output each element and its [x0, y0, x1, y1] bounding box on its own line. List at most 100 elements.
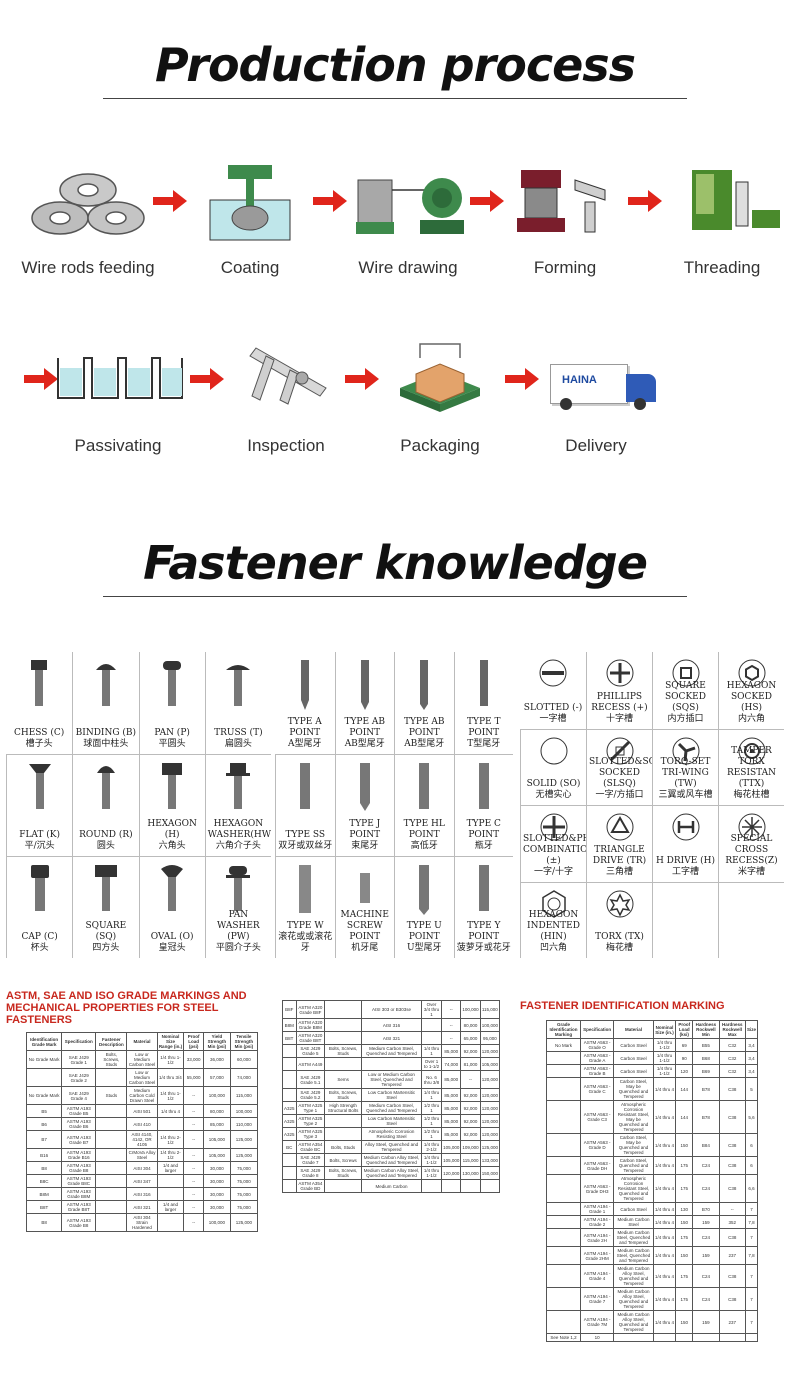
- drive-item: SLOTTED&SQUARE SOCKED (SLSQ)一字/方插口: [586, 728, 652, 805]
- table-cell: 69: [675, 1038, 694, 1052]
- table-cell: Bolts, Screws, Studs: [324, 1088, 363, 1102]
- step-packaging: Packaging: [360, 338, 520, 456]
- table-cell: B68: [692, 1051, 720, 1065]
- table-cell: ASTM A563 - Grade DH3: [580, 1174, 615, 1203]
- step-label: Wire drawing: [358, 258, 458, 277]
- table-cell: 120,000: [479, 1101, 501, 1115]
- table-cell: 100,000: [203, 1213, 231, 1232]
- table-cell: [95, 1104, 128, 1118]
- table-cell: 150: [675, 1310, 694, 1334]
- special-cross-icon: [738, 813, 765, 841]
- head-item: CHESS (C)槽子头: [6, 652, 72, 754]
- table-header-cell: Yield Strength Min (psi): [203, 1032, 231, 1051]
- table-cell: [545, 1215, 582, 1229]
- drive-item: TRIANGLE DRIVE (TR)三角槽: [586, 805, 652, 882]
- table-cell: ASTM A194 - Grade 4: [580, 1264, 615, 1288]
- head-types-panel: CHESS (C)槽子头 BINDING (B)球面中柱头 PAN (P)平圆头…: [6, 652, 271, 958]
- table-cell: --: [460, 1070, 481, 1089]
- table-cell: 7: [744, 1310, 759, 1334]
- table-cell: 1/2 thru 1: [420, 1127, 443, 1141]
- table-cell: 85,000: [441, 1070, 462, 1089]
- table-cell: Sems: [324, 1070, 363, 1089]
- table-cell: 1/4 thru 1-1/2: [652, 1038, 677, 1052]
- table-cell: ASTM A193 Grade B8T: [61, 1200, 97, 1214]
- step-delivery: HAINA Delivery: [516, 338, 676, 456]
- table-cell: 7,8: [744, 1215, 759, 1229]
- table-cell: ASTM A563 - Grade A: [580, 1051, 615, 1065]
- table-cell: B8: [25, 1161, 63, 1175]
- table-cell: [652, 1333, 677, 1342]
- table-cell: ASTM A325 Type 1: [295, 1101, 326, 1115]
- table-cell: [420, 1018, 443, 1032]
- head-item: PAN WASHER (PW)平圆介子头: [204, 856, 271, 958]
- table-header-cell: Grade Identification Marking: [545, 1020, 582, 1039]
- wire-coil-icon: [8, 160, 168, 250]
- table-cell: --: [183, 1104, 205, 1118]
- table-cell: C24: [692, 1264, 720, 1288]
- table-cell: 30,000: [203, 1200, 231, 1214]
- table-cell: Medium Carbon Steel: [613, 1215, 654, 1229]
- table-cell: 1/4 thru 1-1/2: [420, 1166, 443, 1180]
- table-cell: [545, 1077, 582, 1101]
- knurled-pin-icon: [299, 865, 312, 913]
- table-cell: 1/4 thru 4: [652, 1215, 677, 1229]
- drive-item-empty: [718, 881, 784, 958]
- table-cell: [545, 1264, 582, 1288]
- table-cell: 100,000: [229, 1104, 259, 1118]
- step-inspection: Inspection: [206, 338, 366, 456]
- table-cell: C38: [718, 1287, 746, 1311]
- table-cell: 159: [692, 1310, 720, 1334]
- step-label: Packaging: [400, 436, 480, 455]
- table-cell: 150: [675, 1133, 694, 1157]
- table-cell: 3,4: [744, 1038, 759, 1052]
- table-cell: ASTM A563 - Grade C: [580, 1077, 615, 1101]
- table-cell: C38: [718, 1100, 746, 1134]
- table-cell: 1/4 thru 4: [652, 1228, 677, 1247]
- table-cell: ASTM A193 Grade B8M: [61, 1187, 97, 1201]
- step-passivating: Passivating: [38, 338, 198, 456]
- table-cell: C24: [692, 1228, 720, 1247]
- table-cell: SAE J429 Grade 2: [61, 1068, 97, 1087]
- table-cell: 80,000: [460, 1018, 481, 1032]
- table-cell: 120,000: [479, 1114, 501, 1128]
- table-cell: [324, 1179, 363, 1193]
- table-cell: ASTM A320 Grade B8F: [295, 1000, 326, 1019]
- head-item: HEXAGON (H)六角头: [138, 754, 205, 856]
- table-cell: 92,000: [460, 1044, 481, 1058]
- table-cell: 125,000: [229, 1148, 259, 1162]
- head-item: TRUSS (T)扁圆头: [204, 652, 271, 754]
- table-cell: Low Carbon Martensitic Steel: [361, 1088, 422, 1102]
- table-cell: 125,000: [479, 1140, 501, 1154]
- arrow-icon: [628, 190, 662, 212]
- screw-icon: [30, 865, 49, 911]
- table-cell: Low or Medium Carbon Steel: [126, 1050, 158, 1069]
- table-cell: A325: [282, 1114, 297, 1128]
- table-cell: 6,6: [744, 1174, 759, 1203]
- phillips-drive-icon: [606, 659, 633, 687]
- screw-icon: [96, 766, 115, 809]
- table-cell: 133,000: [479, 1153, 501, 1167]
- head-item: PAN (P)平圆头: [138, 652, 205, 754]
- table-cell: Low or Medium Carbon Steel, Quenched and…: [361, 1070, 422, 1089]
- drive-item: SLOTTED (-)一字槽: [520, 652, 586, 729]
- table-cell: [95, 1161, 128, 1175]
- torx-drive-icon: [606, 890, 633, 917]
- table-cell: Bolts, Screws, Studs: [324, 1044, 363, 1058]
- table-cell: 109,000: [460, 1140, 481, 1154]
- table-cell: [613, 1333, 654, 1342]
- table-cell: Medium Carbon Alloy Steel, Quenched and …: [361, 1153, 422, 1167]
